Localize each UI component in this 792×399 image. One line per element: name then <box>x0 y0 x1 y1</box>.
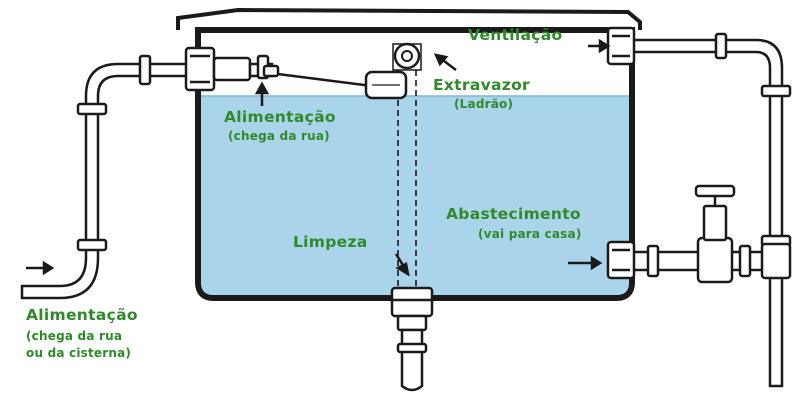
label-alimentacao-tank: Alimentação <box>224 108 336 126</box>
label-alimentacao-tank-sub: (chega da rua) <box>228 129 330 143</box>
water-level <box>201 96 629 295</box>
inlet-pipe <box>20 46 280 300</box>
label-alimentacao-pipe-sub1: (chega da rua <box>26 329 123 343</box>
label-alimentacao-pipe-sub2: ou da cisterna) <box>26 346 132 360</box>
label-alimentacao-pipe: Alimentação <box>26 306 138 324</box>
label-ladrao: (Ladrão) <box>454 97 514 111</box>
label-abastecimento-sub: (vai para casa) <box>478 227 582 241</box>
overflow-pipe <box>392 42 422 288</box>
arrows <box>26 38 611 277</box>
tank-lid <box>176 7 642 30</box>
ventilation-pipe <box>606 26 792 388</box>
label-extravazor: Extravazor <box>433 76 530 94</box>
drain-pipe <box>390 286 434 392</box>
label-limpeza: Limpeza <box>293 233 368 251</box>
label-abastecimento: Abastecimento <box>446 205 581 223</box>
label-ventilacao: Ventilação <box>468 26 563 44</box>
supply-pipe <box>606 184 792 284</box>
float-valve <box>261 70 408 100</box>
